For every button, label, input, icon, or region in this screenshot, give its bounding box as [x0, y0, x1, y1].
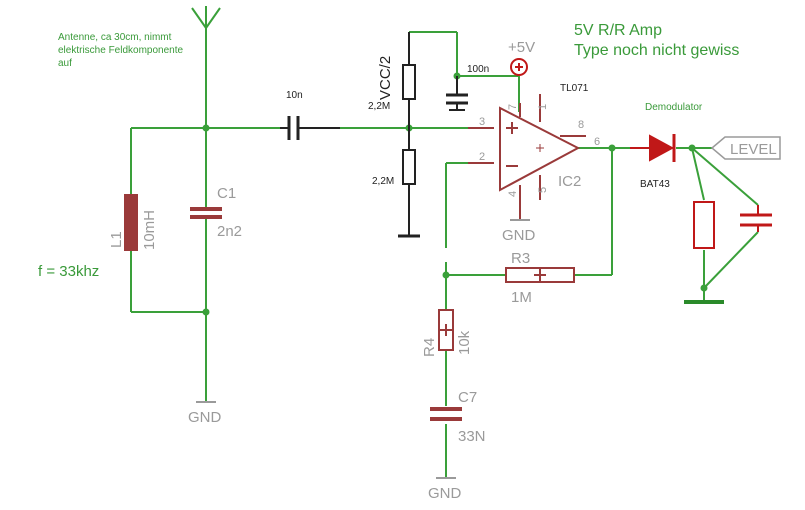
- gnd-label-c7: GND: [428, 485, 462, 502]
- resistor-r4: [438, 309, 454, 351]
- junction-dot: [202, 124, 210, 132]
- note-amp-line1: 5V R/R Amp: [574, 22, 662, 39]
- junction-dot: [688, 144, 696, 152]
- resistor-demod: [693, 201, 715, 249]
- note-antenna-line2: elektrische Feldkomponente: [58, 45, 184, 56]
- level-port-flag: [710, 136, 781, 160]
- pin-1-label: 1: [537, 104, 549, 110]
- diode-value-label: BAT43: [640, 179, 670, 190]
- note-antenna-line3: auf: [58, 58, 72, 69]
- pin-3-label: 3: [479, 116, 485, 128]
- r-top-value-label: 2,2M: [368, 101, 390, 112]
- c7-value-label: 33N: [458, 428, 486, 445]
- note-antenna-line1: Antenne, ca 30cm, nimmt: [58, 32, 172, 43]
- vcc-half-label: VCC/2: [377, 56, 394, 100]
- note-frequency: f = 33khz: [38, 263, 99, 280]
- resistor-r-bottom: [402, 149, 416, 185]
- demod-r-top-wire: [691, 147, 705, 201]
- supply-plus5v-symbol: [510, 58, 528, 76]
- gnd-label-opamp: GND: [502, 227, 536, 244]
- cin-value-label: 10n: [286, 90, 303, 101]
- cdec-value-label: 100n: [467, 64, 489, 75]
- resistor-r-top: [402, 64, 416, 100]
- pin-8-label: 8: [578, 119, 584, 131]
- inductor-l1: [124, 194, 138, 251]
- pin-6-label: 6: [594, 136, 600, 148]
- r4-value-label: 10k: [456, 330, 473, 355]
- ground-symbols: [196, 219, 530, 479]
- l1-value-label: 10mH: [141, 210, 158, 250]
- pin-5-label: 5: [537, 187, 549, 193]
- junctions: [202, 72, 708, 316]
- level-port-label: LEVEL: [730, 141, 777, 158]
- demodulator-section: [630, 134, 772, 249]
- l1-name-label: L1: [108, 231, 125, 248]
- c7-name-label: C7: [458, 389, 477, 406]
- junction-dot: [700, 284, 708, 292]
- c1-name-label: C1: [217, 185, 236, 202]
- wires: [130, 28, 759, 478]
- r4-name-label: R4: [421, 338, 438, 357]
- r-bottom-value-label: 2,2M: [372, 176, 394, 187]
- antenna-symbol: [191, 6, 221, 29]
- opamp-name-label: IC2: [558, 173, 581, 190]
- pin-4-label: 4: [507, 191, 519, 197]
- pin-2-label: 2: [479, 151, 485, 163]
- demod-c-top-wire: [691, 147, 759, 206]
- opamp-part-label: TL071: [560, 83, 589, 94]
- junction-dot: [442, 271, 450, 279]
- demod-c-bottom-wire: [703, 231, 759, 289]
- gnd-label-c1: GND: [188, 409, 222, 426]
- diode-bat43: [649, 134, 675, 162]
- pin-7-label: 7: [507, 104, 519, 110]
- junction-dot: [202, 308, 210, 316]
- junction-dot: [608, 144, 616, 152]
- opamp-ic2: [499, 106, 581, 192]
- note-amp-line2: Type noch nicht gewiss: [574, 42, 739, 59]
- r3-value-label: 1M: [511, 289, 532, 306]
- note-demodulator: Demodulator: [645, 102, 703, 113]
- parts: [124, 32, 586, 421]
- resistor-r3: [505, 267, 575, 283]
- c1-value-label: 2n2: [217, 223, 242, 240]
- supply-label: +5V: [508, 39, 535, 56]
- r3-name-label: R3: [511, 250, 530, 267]
